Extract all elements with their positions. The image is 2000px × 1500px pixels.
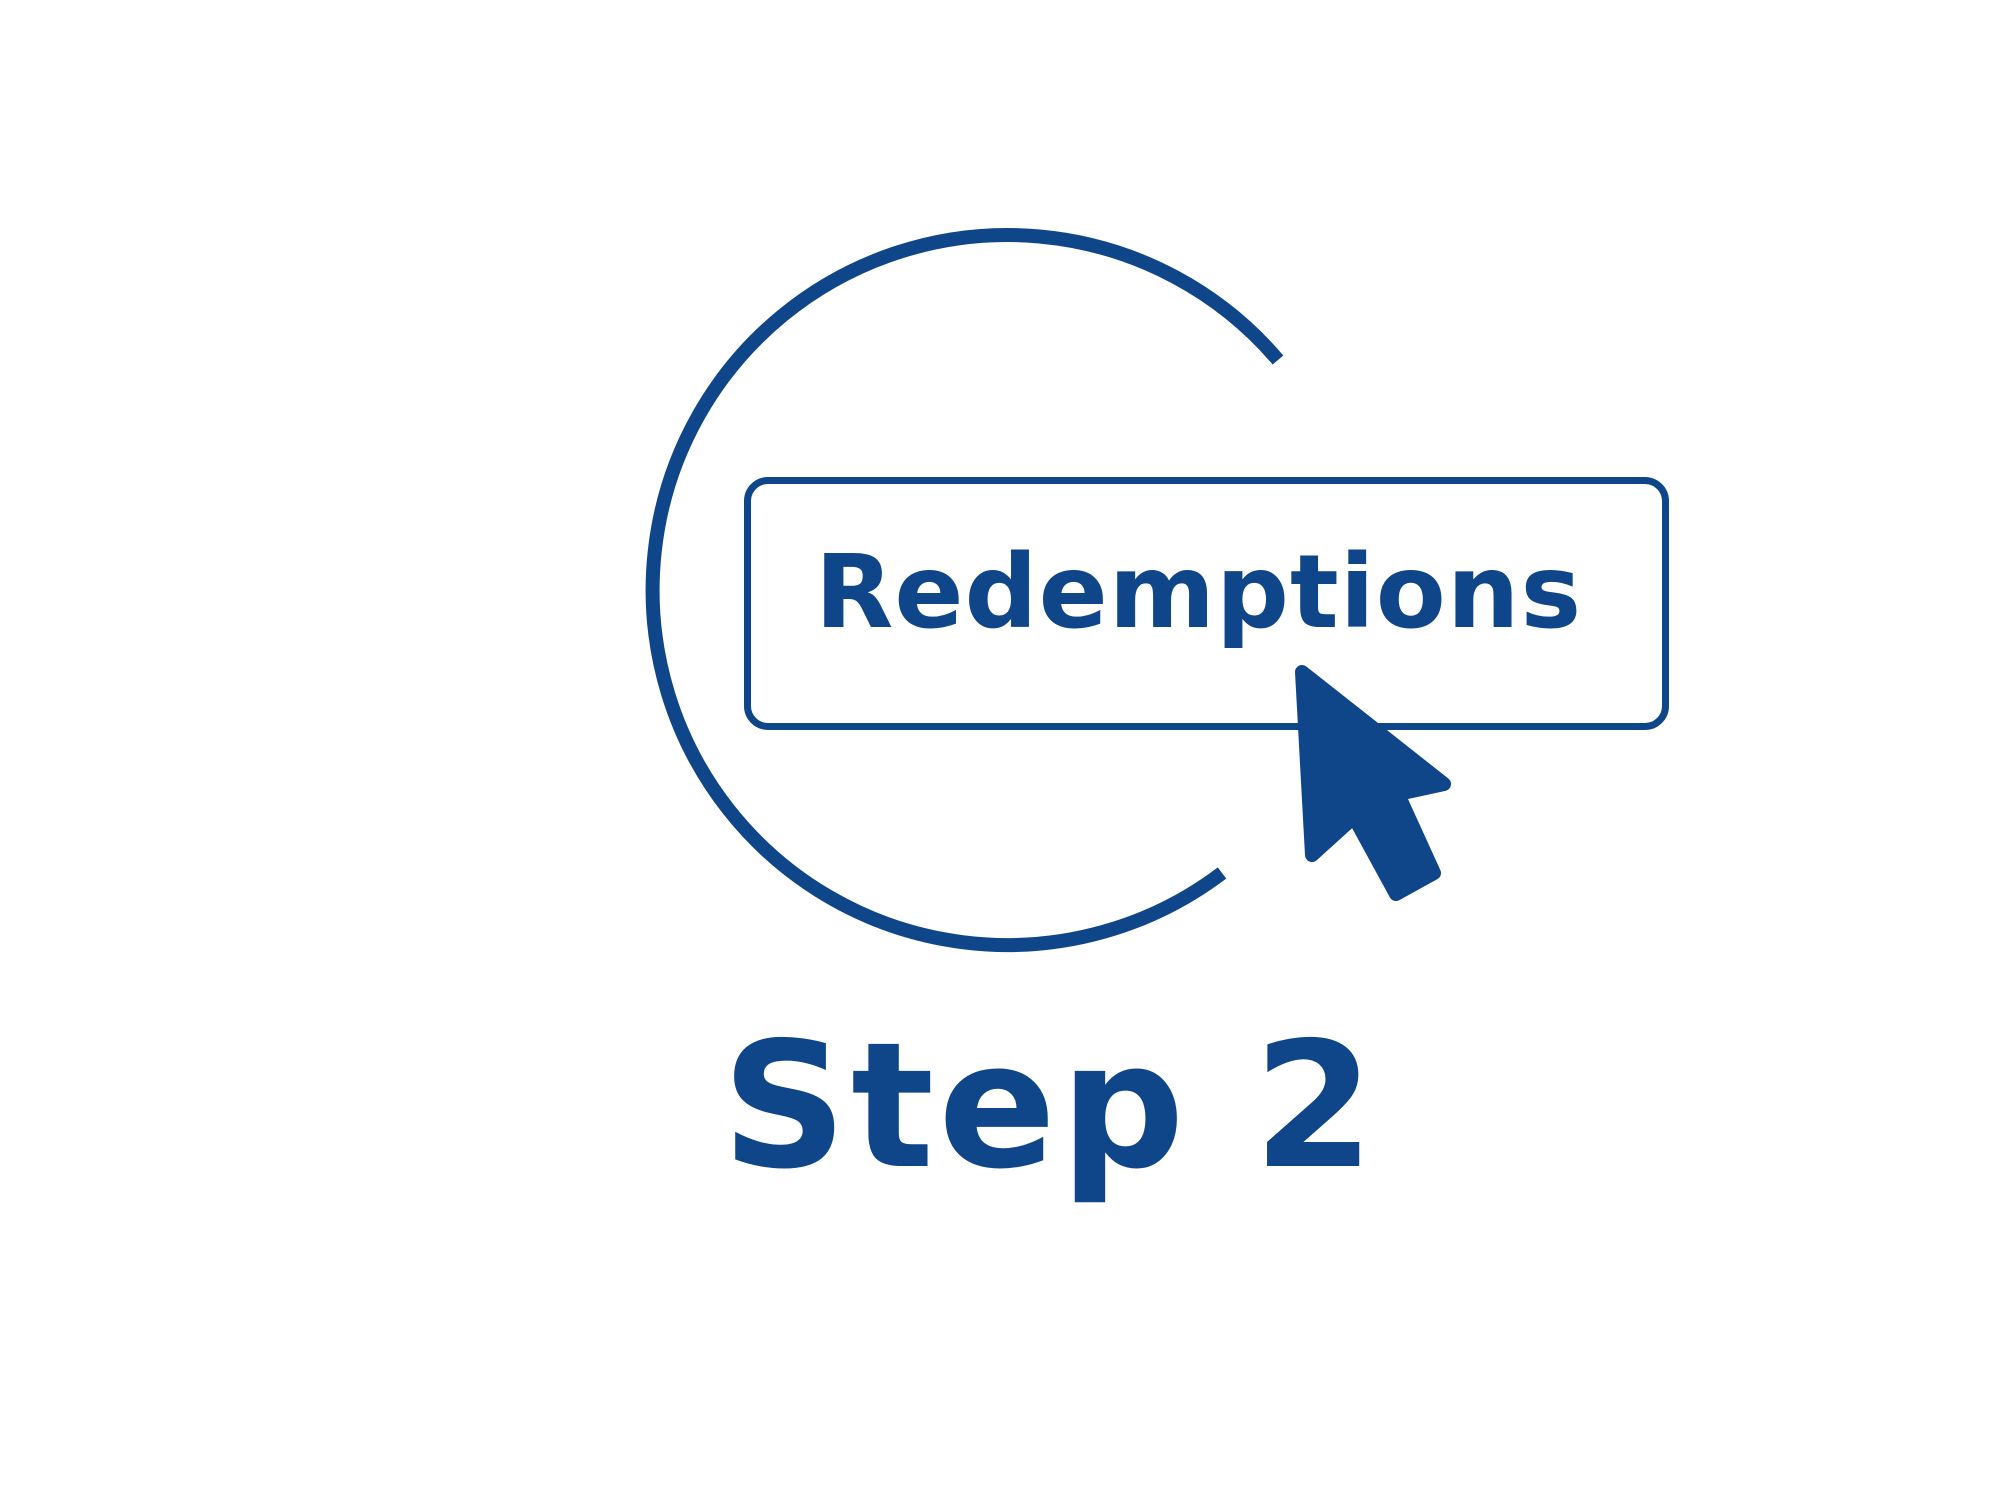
step-heading: Step 2 — [721, 1005, 1379, 1208]
redemptions-button-label: Redemptions — [814, 532, 1583, 652]
redemptions-button[interactable]: Redemptions — [744, 477, 1669, 730]
circle-arc — [645, 228, 1284, 953]
